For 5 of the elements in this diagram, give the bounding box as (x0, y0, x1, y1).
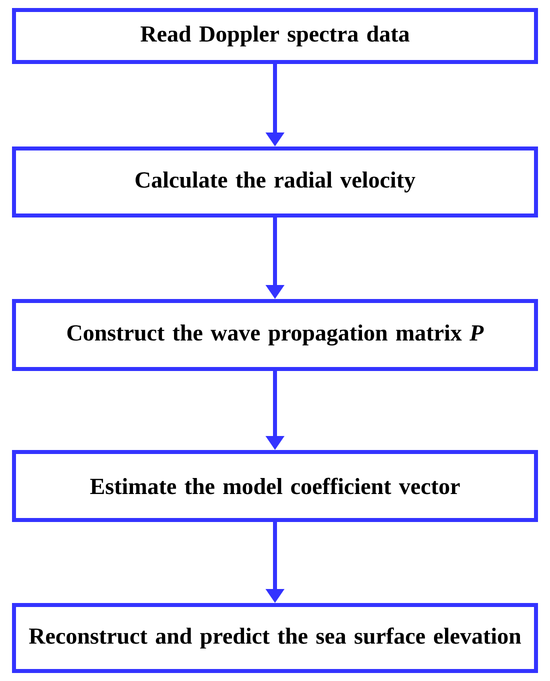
process-box: Reconstruct and predict the sea surface elevation (12, 603, 538, 673)
process-box: Estimate the model coefficient vector (12, 450, 538, 522)
process-box: Calculate the radial velocity (12, 146, 538, 218)
process-box: Construct the wave propagation matrix P (12, 299, 538, 371)
process-box: Read Doppler spectra data (12, 8, 538, 64)
